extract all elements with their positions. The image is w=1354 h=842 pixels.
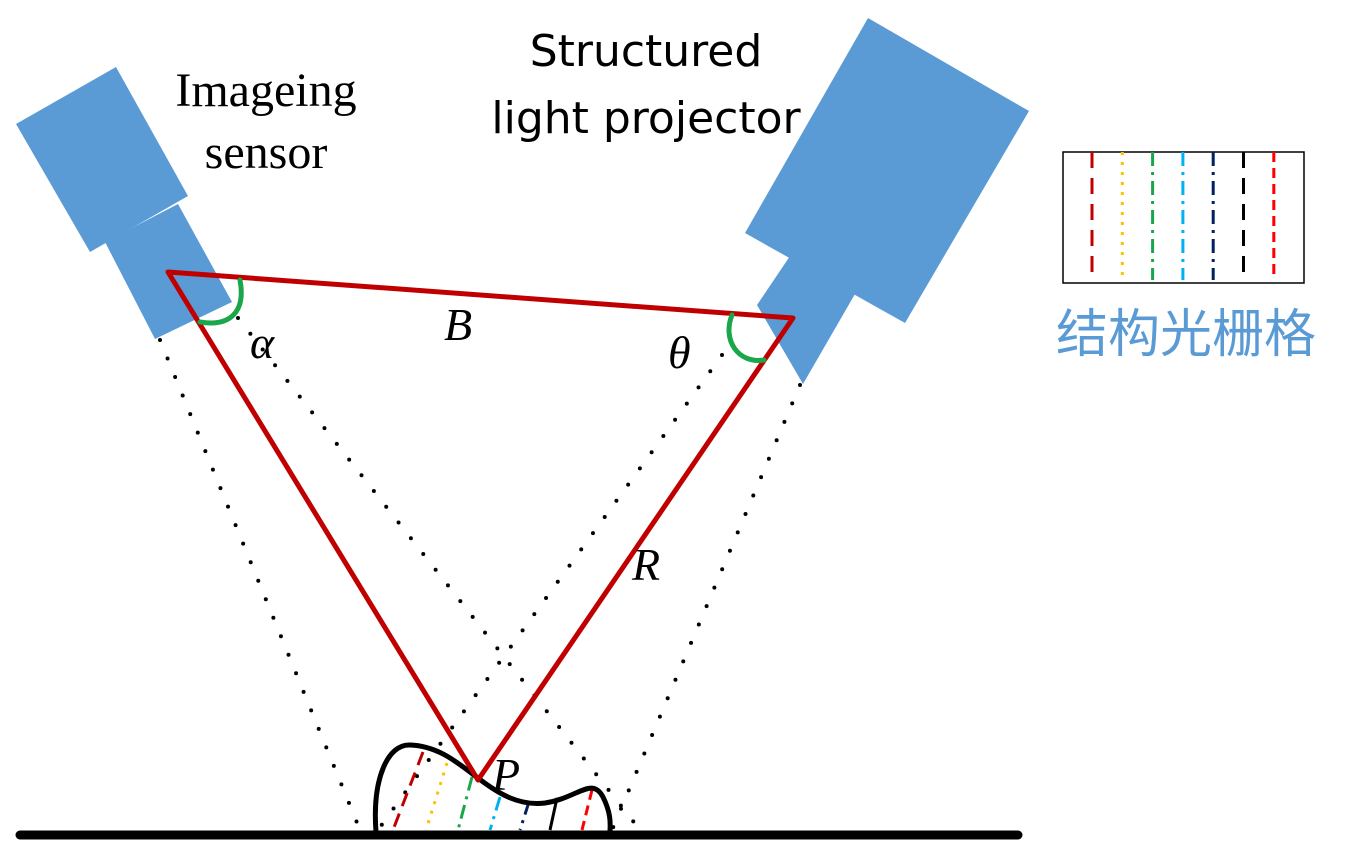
alpha-angle-label: α: [250, 317, 275, 368]
triangulation-triangle: [165, 269, 796, 783]
object-stripe-green: [456, 776, 474, 831]
object-stripe-cyan: [488, 796, 502, 831]
object-stripe-black: [548, 797, 559, 831]
point-label: P: [491, 749, 520, 800]
object-stripe-yellow: [424, 762, 449, 831]
field-of-view-dotted-lines: [158, 316, 802, 832]
structured-light-projector: [745, 18, 1029, 384]
baseline-label: B: [444, 299, 472, 350]
projector-label-line1: Structured: [530, 26, 763, 77]
projector-body: [745, 18, 1029, 323]
structured-light-grating: [1062, 151, 1305, 284]
range-label: R: [631, 539, 660, 590]
projected-stripes-on-object: [391, 751, 594, 831]
camera-fov-outer-line: [158, 338, 362, 832]
object-stripe-orange-red: [580, 789, 594, 831]
object-outline: [372, 742, 613, 833]
grating-caption: 结构光栅格: [1056, 305, 1316, 365]
grating-stripes: [1090, 152, 1276, 280]
projector-fov-inner-line: [376, 353, 724, 832]
object-surface: [372, 742, 613, 833]
camera-body: [16, 67, 188, 252]
theta-angle-arc: [726, 312, 767, 363]
theta-angle-label: θ: [668, 327, 691, 378]
projector-fov-outer-line: [610, 383, 802, 832]
sensor-label-line1: Imageing: [175, 64, 356, 117]
projector-lens: [757, 256, 855, 384]
projector-label-line2: light projector: [491, 93, 801, 144]
alpha-angle-arc: [197, 277, 244, 326]
sensor-label-line2: sensor: [205, 126, 328, 179]
object-stripe-red: [391, 751, 425, 831]
object-stripe-navy: [518, 804, 530, 831]
